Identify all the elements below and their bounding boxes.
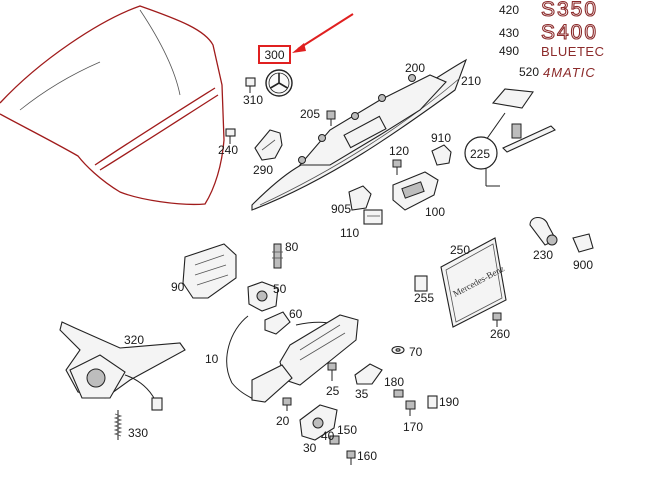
part-label-240: 240 xyxy=(218,143,238,157)
badge-code-520: 520 xyxy=(519,65,539,79)
star-emblem xyxy=(265,69,293,97)
part-label-120: 120 xyxy=(389,144,409,158)
part-label-35: 35 xyxy=(355,387,369,401)
part-lock-assembly xyxy=(251,314,359,403)
part-910-cap xyxy=(431,144,452,166)
part-label-110: 110 xyxy=(340,226,359,240)
part-label-90: 90 xyxy=(171,280,185,294)
part-70-washer xyxy=(391,345,405,355)
callout-arrow-icon xyxy=(292,43,306,53)
part-label-150: 150 xyxy=(337,423,357,437)
callout-300[interactable]: 300 xyxy=(258,13,354,64)
part-60-actuator xyxy=(264,311,291,335)
badge-4matic: 4MATIC xyxy=(543,65,596,80)
part-150-clip xyxy=(329,435,340,445)
badge-bluetec: BLUETEC xyxy=(541,44,604,59)
part-100-handle xyxy=(392,171,439,211)
part-label-100: 100 xyxy=(425,205,445,219)
part-25-bolt xyxy=(327,362,337,381)
badge-code-420: 420 xyxy=(499,3,519,17)
trunk-lid xyxy=(0,5,225,206)
part-label-900: 900 xyxy=(573,258,593,272)
part-label-260: 260 xyxy=(490,327,510,341)
part-35-bracket xyxy=(354,363,383,385)
part-label-205: 205 xyxy=(300,107,320,121)
part-label-330: 330 xyxy=(128,426,148,440)
part-label-250: 250 xyxy=(450,243,470,257)
part-80-stud xyxy=(272,243,283,269)
part-label-200: 200 xyxy=(405,61,425,75)
part-170-bolt xyxy=(405,400,416,416)
part-label-225: 225 xyxy=(470,147,490,161)
part-label-910: 910 xyxy=(431,131,451,145)
badge-code-490: 490 xyxy=(499,44,519,58)
part-255-plate xyxy=(414,275,428,292)
part-160-bolt xyxy=(346,450,356,465)
part-label-290: 290 xyxy=(253,163,273,177)
part-310-clip xyxy=(245,77,256,93)
part-label-320: 320 xyxy=(124,333,144,347)
part-190-cap xyxy=(427,395,438,409)
part-label-905: 905 xyxy=(331,202,351,216)
part-label-10: 10 xyxy=(205,352,219,366)
part-label-20: 20 xyxy=(276,414,290,428)
part-230-sensor xyxy=(529,216,558,246)
part-label-300: 300 xyxy=(264,48,284,62)
part-label-25: 25 xyxy=(326,384,340,398)
part-320-closing-motor xyxy=(59,321,186,411)
part-900-connector xyxy=(572,233,594,253)
part-label-230: 230 xyxy=(533,248,553,262)
part-330-spring xyxy=(113,410,123,440)
model-badges: 420 S350 430 S400 490 BLUETEC 520 4MATIC xyxy=(499,0,604,80)
part-240-bolt xyxy=(225,128,236,144)
part-210-trim-strip xyxy=(251,58,468,211)
badge-s400: S400 xyxy=(541,21,598,44)
part-label-190: 190 xyxy=(439,395,459,409)
part-905-switch xyxy=(348,185,372,211)
part-label-70: 70 xyxy=(409,345,423,359)
badge-code-430: 430 xyxy=(499,26,519,40)
part-label-170: 170 xyxy=(403,420,423,434)
part-labels: 200 210 310 205 240 290 910 120 225 905 … xyxy=(124,61,593,463)
part-label-180: 180 xyxy=(384,375,404,389)
part-label-210: 210 xyxy=(461,74,481,88)
part-225-mounting-kit xyxy=(464,88,556,187)
badge-s350: S350 xyxy=(541,0,598,21)
part-120-screw xyxy=(392,159,402,175)
part-90-cover xyxy=(182,243,237,299)
part-30-housing xyxy=(299,404,338,441)
part-label-30: 30 xyxy=(303,441,317,455)
part-50-lock xyxy=(247,281,279,312)
part-label-80: 80 xyxy=(285,240,299,254)
part-label-50: 50 xyxy=(273,282,287,296)
part-20-screw xyxy=(282,397,292,411)
part-250-license-plate: Mercedes-Benz xyxy=(440,237,507,328)
part-label-40: 40 xyxy=(321,429,335,443)
part-label-255: 255 xyxy=(414,291,434,305)
part-290-bracket xyxy=(254,129,283,161)
part-label-310: 310 xyxy=(243,93,263,107)
part-205-nut xyxy=(326,110,336,126)
part-label-160: 160 xyxy=(357,449,377,463)
part-label-60: 60 xyxy=(289,307,303,321)
part-110-connector xyxy=(363,209,383,225)
part-260-bolt xyxy=(492,312,502,327)
part-180-clip xyxy=(393,389,404,398)
